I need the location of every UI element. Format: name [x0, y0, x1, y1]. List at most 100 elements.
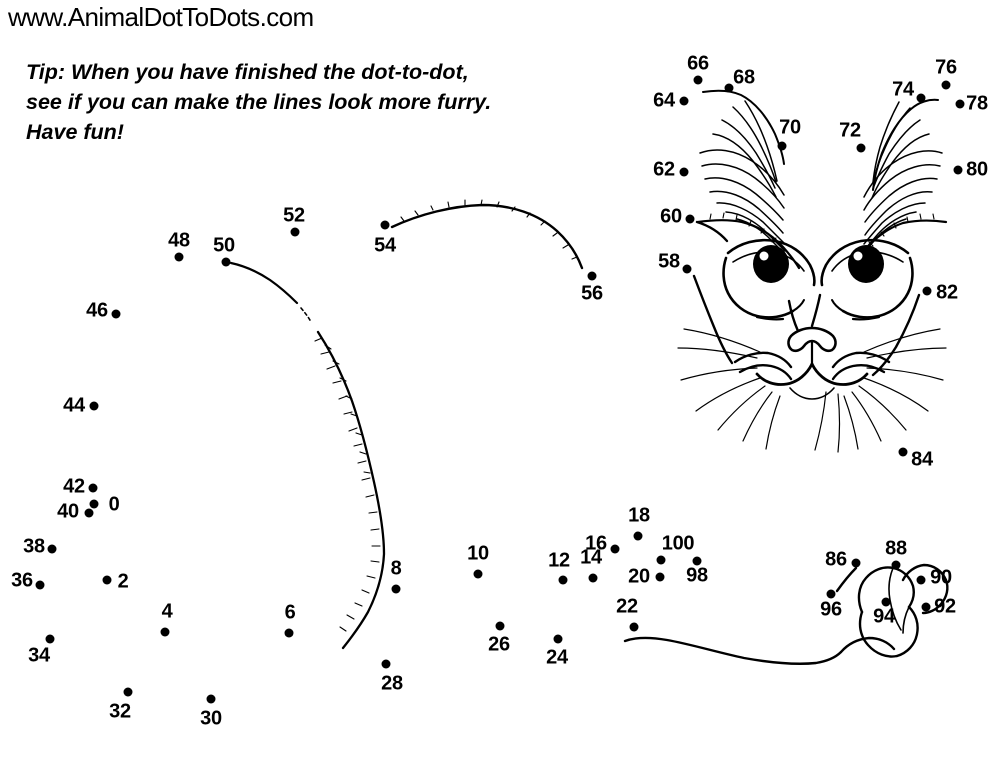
puzzle-dot[interactable] [89, 499, 99, 509]
puzzle-dot[interactable] [682, 264, 692, 274]
puzzle-dot[interactable] [102, 575, 112, 585]
head-top-arc [390, 203, 584, 270]
puzzle-dot-number: 80 [966, 158, 988, 181]
puzzle-dot-number: 34 [28, 644, 50, 667]
tip-line-2: see if you can make the lines look more … [26, 90, 492, 114]
tip-text: Tip: When you have finished the dot-to-d… [26, 57, 491, 147]
puzzle-dot[interactable] [679, 167, 689, 177]
puzzle-dot[interactable] [955, 99, 965, 109]
puzzle-dot-number: 98 [686, 564, 708, 587]
puzzle-dot[interactable] [84, 508, 94, 518]
puzzle-dot[interactable] [588, 573, 598, 583]
right-ear-base-fur [868, 213, 935, 247]
puzzle-dot[interactable] [473, 569, 483, 579]
puzzle-dot-number: 84 [911, 448, 933, 471]
puzzle-dot-number: 30 [200, 707, 222, 730]
puzzle-dot-number: 0 [108, 493, 120, 516]
puzzle-dot-number: 40 [57, 500, 79, 523]
puzzle-dot-number: 22 [616, 595, 638, 618]
puzzle-dot-number: 76 [935, 56, 957, 79]
puzzle-dot-number: 100 [661, 532, 695, 555]
puzzle-dot-number: 24 [546, 646, 568, 669]
puzzle-dot[interactable] [206, 694, 216, 704]
puzzle-dot[interactable] [851, 558, 861, 568]
site-url-text: www.AnimalDotToDots.com [8, 2, 314, 32]
puzzle-dot-number: 52 [283, 204, 305, 227]
puzzle-dot-number: 86 [825, 548, 847, 571]
puzzle-dot[interactable] [856, 143, 866, 153]
puzzle-dot[interactable] [693, 75, 703, 85]
puzzle-dot[interactable] [221, 257, 231, 267]
puzzle-dot[interactable] [381, 659, 391, 669]
puzzle-dot-number: 38 [23, 535, 45, 558]
puzzle-dot[interactable] [922, 286, 932, 296]
puzzle-dot-number: 46 [86, 299, 108, 322]
puzzle-dot[interactable] [941, 80, 951, 90]
nose-bridge [787, 293, 822, 333]
puzzle-dot[interactable] [88, 483, 98, 493]
puzzle-dot-number: 10 [467, 542, 489, 565]
head-top-arc-fur [400, 199, 578, 260]
puzzle-dot-number: 28 [381, 672, 403, 695]
puzzle-dot[interactable] [679, 96, 689, 106]
puzzle-dot-number: 2 [117, 570, 129, 593]
puzzle-dot[interactable] [89, 401, 99, 411]
puzzle-dot[interactable] [558, 575, 568, 585]
puzzle-dot[interactable] [174, 252, 184, 262]
puzzle-dot-number: 12 [548, 549, 570, 572]
puzzle-dot[interactable] [655, 572, 665, 582]
puzzle-dot-number: 26 [488, 633, 510, 656]
puzzle-dot-number: 90 [930, 566, 952, 589]
puzzle-dot[interactable] [45, 634, 55, 644]
back-curve [229, 261, 386, 650]
puzzle-dot[interactable] [656, 555, 666, 565]
puzzle-dot[interactable] [633, 531, 643, 541]
puzzle-dot[interactable] [610, 544, 620, 554]
whiskers [677, 328, 947, 453]
nose [787, 326, 837, 366]
puzzle-dot-number: 96 [820, 598, 842, 621]
puzzle-dot[interactable] [891, 560, 901, 570]
puzzle-dot[interactable] [35, 580, 45, 590]
puzzle-dot[interactable] [123, 687, 133, 697]
puzzle-dot[interactable] [587, 271, 597, 281]
puzzle-dot[interactable] [921, 602, 931, 612]
puzzle-dot-number: 70 [779, 116, 801, 139]
puzzle-dot[interactable] [881, 597, 891, 607]
puzzle-dot[interactable] [391, 584, 401, 594]
puzzle-dot-number: 94 [873, 605, 895, 628]
puzzle-dot[interactable] [380, 220, 390, 230]
mouth [755, 362, 869, 400]
puzzle-dot[interactable] [898, 447, 908, 457]
puzzle-dot[interactable] [724, 83, 734, 93]
puzzle-dot[interactable] [47, 544, 57, 554]
puzzle-dot[interactable] [953, 165, 963, 175]
tip-line-1: Tip: When you have finished the dot-to-d… [26, 60, 469, 84]
puzzle-dot[interactable] [160, 627, 170, 637]
puzzle-dot-number: 74 [892, 78, 914, 101]
puzzle-dot[interactable] [777, 141, 787, 151]
puzzle-dot[interactable] [495, 621, 505, 631]
puzzle-dot[interactable] [284, 628, 294, 638]
puzzle-dot[interactable] [826, 589, 836, 599]
puzzle-dot-number: 50 [213, 234, 235, 257]
left-eye [722, 238, 816, 321]
left-cheek-line [692, 220, 734, 365]
puzzle-dot-number: 56 [581, 282, 603, 305]
puzzle-dot[interactable] [290, 227, 300, 237]
puzzle-dot-number: 14 [580, 546, 602, 569]
puzzle-dot[interactable] [916, 575, 926, 585]
puzzle-dot-number: 44 [63, 394, 85, 417]
puzzle-dot-number: 92 [934, 595, 956, 618]
puzzle-dot[interactable] [916, 93, 926, 103]
puzzle-dot[interactable] [629, 622, 639, 632]
puzzle-dot-number: 60 [660, 205, 682, 228]
puzzle-dot-number: 36 [11, 569, 33, 592]
puzzle-dot[interactable] [111, 309, 121, 319]
puzzle-dot[interactable] [692, 556, 702, 566]
puzzle-dot[interactable] [553, 634, 563, 644]
puzzle-dot-number: 8 [390, 557, 402, 580]
puzzle-dot[interactable] [685, 214, 695, 224]
